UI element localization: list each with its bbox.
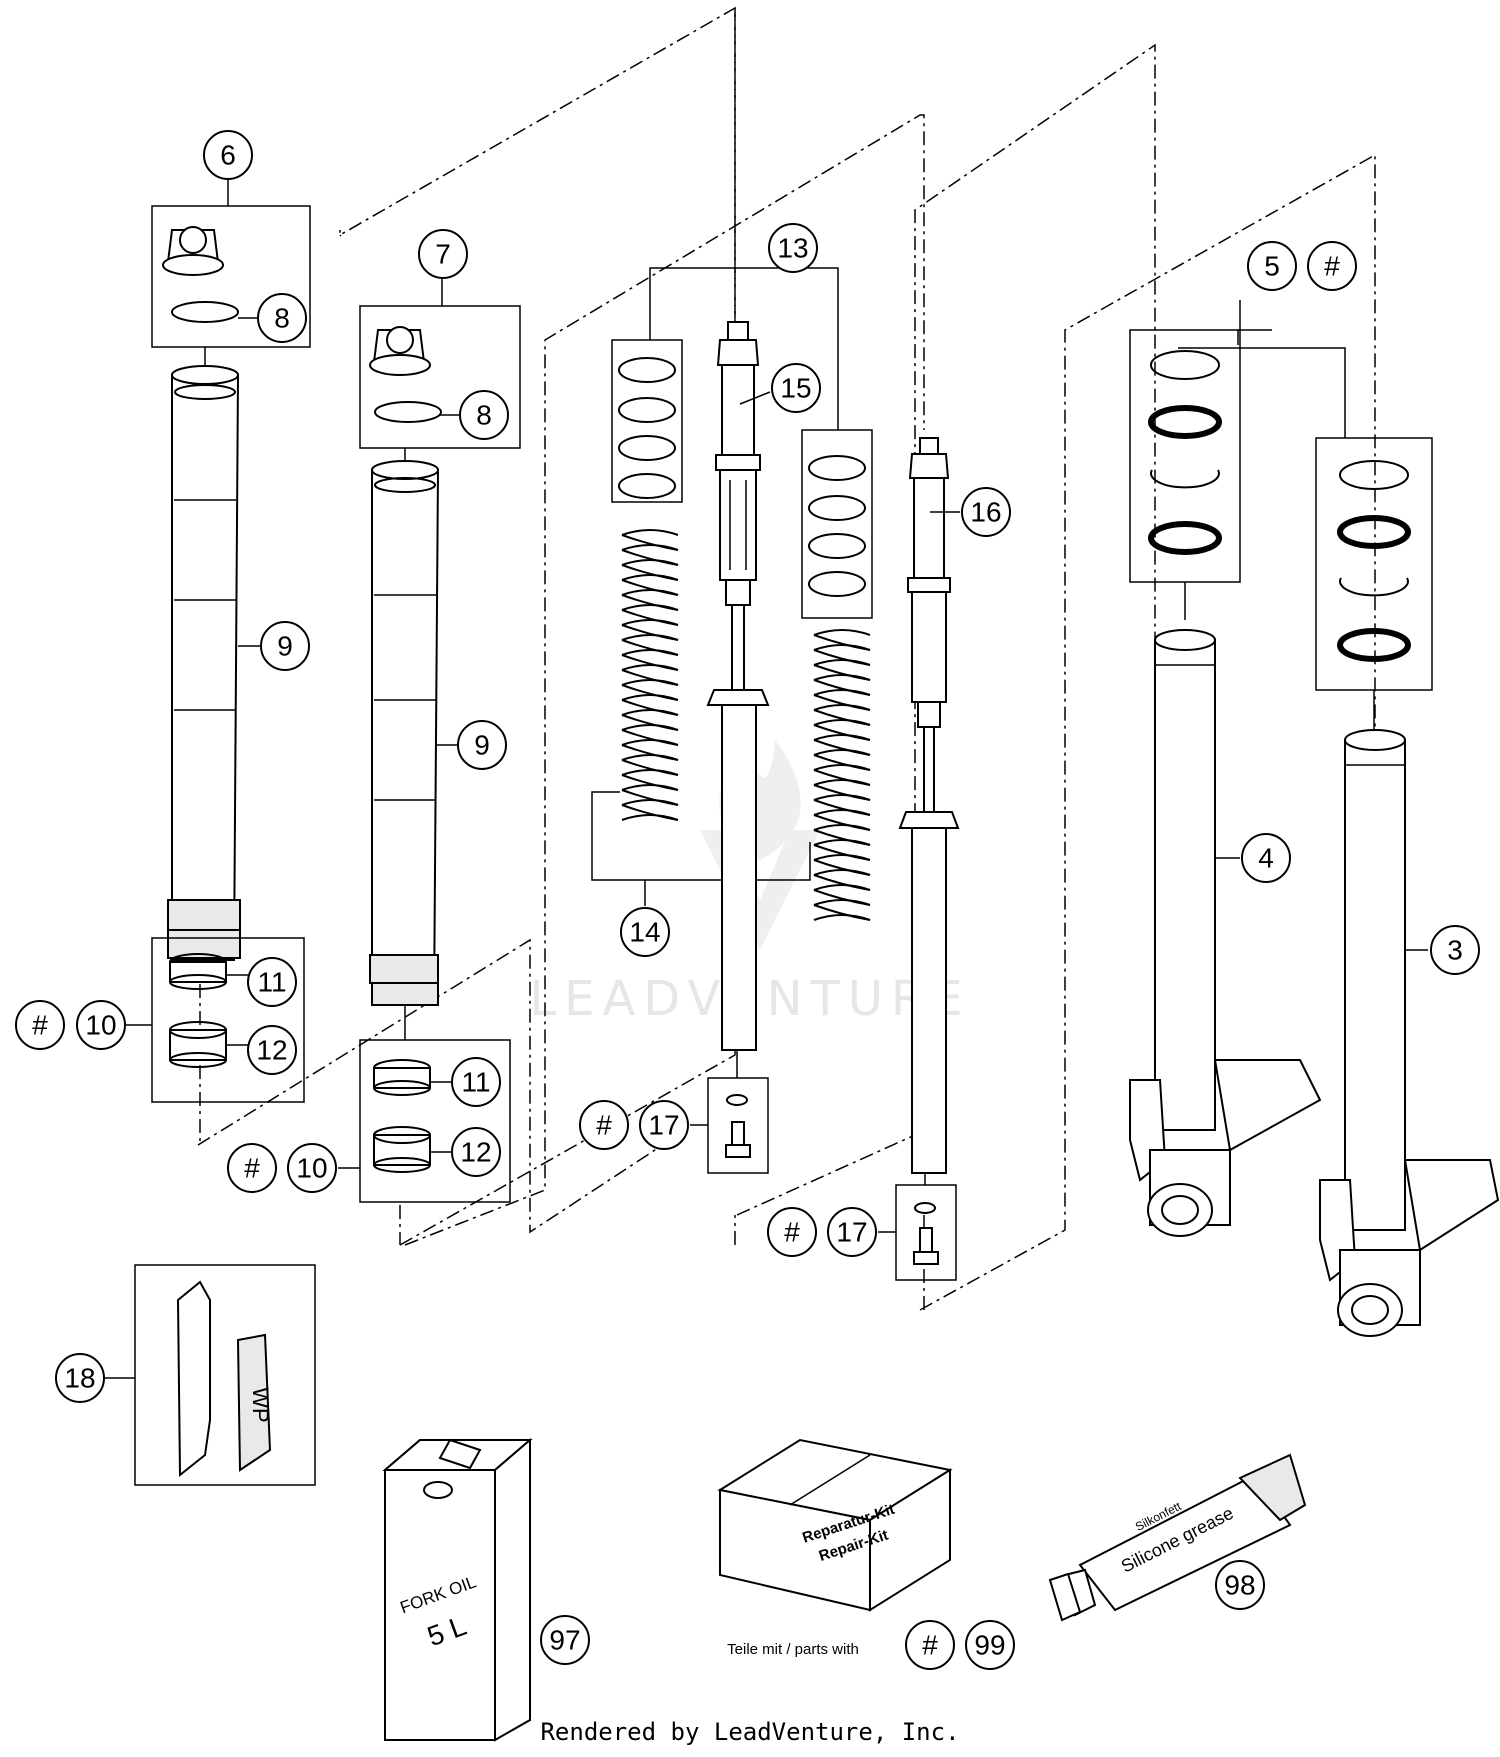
- sticker-kit: WP: [105, 1264, 316, 1486]
- callout-11-right[interactable]: 11: [451, 1057, 501, 1107]
- svg-text:14: 14: [629, 917, 660, 948]
- callout-hash-17-a[interactable]: #: [579, 1100, 629, 1150]
- callout-hash-99[interactable]: #: [905, 1620, 955, 1670]
- silicone-grease-tube: Silicone grease Silkonfett: [1048, 1453, 1307, 1622]
- svg-text:3: 3: [1447, 935, 1463, 966]
- callout-14[interactable]: 14: [620, 907, 670, 957]
- callout-99[interactable]: 99: [965, 1620, 1015, 1670]
- callout-hash-17-b[interactable]: #: [767, 1207, 817, 1257]
- callout-7[interactable]: 7: [418, 229, 468, 279]
- svg-text:98: 98: [1224, 1570, 1255, 1601]
- callout-hash-5[interactable]: #: [1307, 241, 1357, 291]
- spring-kit: [591, 240, 873, 921]
- callout-9-right[interactable]: 9: [457, 720, 507, 770]
- callout-12-right[interactable]: 12: [451, 1127, 501, 1177]
- svg-text:8: 8: [274, 303, 290, 334]
- screw-kit-b: [878, 1173, 957, 1281]
- cartridge-16: [898, 437, 960, 1174]
- svg-text:11: 11: [461, 1067, 490, 1098]
- outer-tube-left: [151, 178, 311, 980]
- callout-13[interactable]: 13: [768, 223, 818, 273]
- seal-kits: [1129, 300, 1433, 735]
- svg-text:17: 17: [648, 1110, 679, 1141]
- svg-text:12: 12: [256, 1035, 287, 1066]
- callout-16[interactable]: 16: [961, 487, 1011, 537]
- callout-10-right[interactable]: 10: [287, 1143, 337, 1193]
- svg-text:9: 9: [277, 631, 293, 662]
- svg-text:12: 12: [460, 1137, 491, 1168]
- svg-text:10: 10: [85, 1010, 116, 1041]
- spring-left: [621, 529, 679, 821]
- repair-kit-box: Reparatur-Kit Repair-Kit: [717, 1438, 953, 1612]
- svg-text:7: 7: [435, 239, 451, 270]
- svg-text:6: 6: [220, 140, 236, 171]
- callout-18[interactable]: 18: [55, 1353, 105, 1403]
- callout-12-left[interactable]: 12: [247, 1025, 297, 1075]
- svg-text:11: 11: [257, 967, 286, 998]
- svg-text:97: 97: [549, 1625, 580, 1656]
- callout-17-a[interactable]: 17: [639, 1100, 689, 1150]
- parts-note: Teile mit / parts with: [727, 1641, 859, 1658]
- cartridge-15: [706, 321, 771, 1051]
- callout-hash-10-right[interactable]: #: [227, 1143, 277, 1193]
- callout-10-left[interactable]: 10: [76, 1000, 126, 1050]
- spring-right: [813, 629, 871, 921]
- svg-text:15: 15: [780, 373, 811, 404]
- svg-text:#: #: [244, 1153, 260, 1184]
- fork-oil-can: FORK OIL 5 L: [382, 1437, 533, 1742]
- kit-box-6: [151, 205, 311, 348]
- callout-9-left[interactable]: 9: [260, 621, 310, 671]
- callout-8-right[interactable]: 8: [459, 390, 509, 440]
- callout-11-left[interactable]: 11: [247, 957, 297, 1007]
- svg-text:#: #: [922, 1630, 938, 1661]
- svg-text:99: 99: [974, 1630, 1005, 1661]
- bushing-kit-left: [125, 937, 305, 1103]
- svg-text:#: #: [1324, 251, 1340, 282]
- bushing-kit-right: [338, 1039, 511, 1203]
- callout-3[interactable]: 3: [1430, 925, 1480, 975]
- svg-text:9: 9: [474, 730, 490, 761]
- svg-text:4: 4: [1258, 843, 1274, 874]
- callout-5[interactable]: 5: [1247, 241, 1297, 291]
- svg-text:13: 13: [777, 233, 808, 264]
- svg-text:16: 16: [970, 497, 1001, 528]
- svg-text:5: 5: [1264, 251, 1280, 282]
- callout-8-left[interactable]: 8: [257, 293, 307, 343]
- svg-text:WP: WP: [248, 1387, 273, 1422]
- callout-17-b[interactable]: 17: [827, 1207, 877, 1257]
- lower-leg-4: [1129, 629, 1322, 1237]
- callout-6[interactable]: 6: [203, 130, 253, 180]
- lower-leg-3: [1319, 729, 1500, 1337]
- callout-15[interactable]: 15: [771, 363, 821, 413]
- svg-text:10: 10: [296, 1153, 327, 1184]
- svg-text:#: #: [596, 1110, 612, 1141]
- svg-text:#: #: [32, 1010, 48, 1041]
- callout-4[interactable]: 4: [1241, 833, 1291, 883]
- svg-text:#: #: [784, 1217, 800, 1248]
- callout-98[interactable]: 98: [1215, 1560, 1265, 1610]
- screw-kit-a: [690, 1050, 769, 1174]
- svg-text:17: 17: [836, 1217, 867, 1248]
- callout-hash-10-left[interactable]: #: [15, 1000, 65, 1050]
- outer-tube-right: [359, 278, 521, 1040]
- callout-97[interactable]: 97: [540, 1615, 590, 1665]
- footer-credit: Rendered by LeadVenture, Inc.: [540, 1718, 959, 1746]
- svg-text:8: 8: [476, 400, 492, 431]
- svg-text:18: 18: [64, 1363, 95, 1394]
